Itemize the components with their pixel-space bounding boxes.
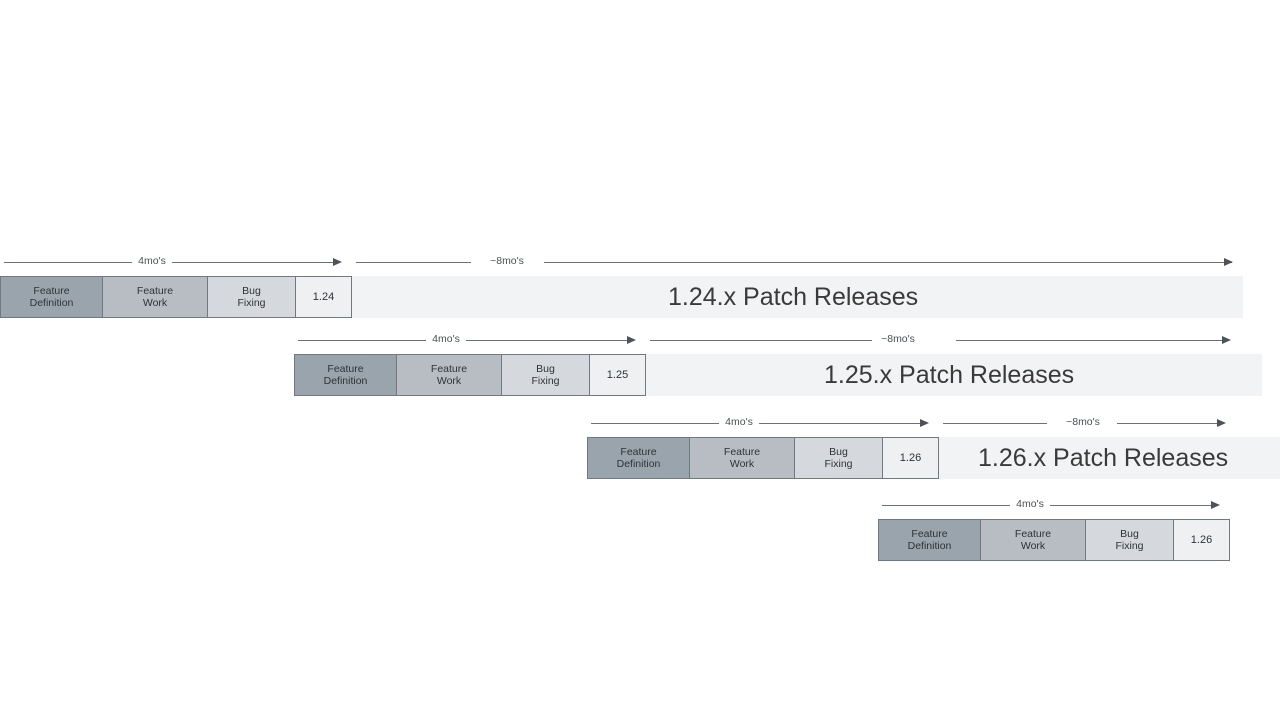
measure-arrowhead xyxy=(627,336,636,344)
patch-release-band-1-25 xyxy=(646,354,1262,396)
measure-patch-1-25: ~8mo's xyxy=(646,330,1262,350)
measure-label-patch: ~8mo's xyxy=(1066,416,1100,428)
phase-feature-definition: Feature Definition xyxy=(879,520,981,560)
phase-label-line2: Work xyxy=(729,458,755,470)
measure-line-right xyxy=(172,262,335,263)
measure-line-right xyxy=(1117,423,1223,424)
measure-label-patch: ~8mo's xyxy=(490,255,524,267)
patch-release-label-1-26: 1.26.x Patch Releases xyxy=(978,444,1229,472)
phase-strip-1-24: Feature Definition Feature Work Bug Fixi… xyxy=(0,276,352,318)
measure-line-right xyxy=(544,262,1232,263)
phase-label-line2: Definition xyxy=(907,540,952,552)
phase-label-line2: Work xyxy=(142,297,168,309)
measure-label-patch: ~8mo's xyxy=(881,333,915,345)
version-label: 1.25 xyxy=(606,368,629,381)
version-label: 1.26 xyxy=(1190,533,1213,546)
measure-arrowhead xyxy=(1222,336,1231,344)
measure-line-left xyxy=(4,262,132,263)
phase-label-line2: Fixing xyxy=(1115,540,1144,552)
phase-label-line2: Work xyxy=(436,375,462,387)
phase-label-line1: Bug xyxy=(242,284,261,297)
phase-feature-work: Feature Work xyxy=(690,438,795,478)
measure-line-left xyxy=(591,423,719,424)
phase-feature-definition: Feature Definition xyxy=(295,355,397,395)
measure-dev-1-26: 4mo's xyxy=(587,413,939,433)
phase-strip-1-26-next: Feature Definition Feature Work Bug Fixi… xyxy=(878,519,1230,561)
measure-line-left xyxy=(356,262,471,263)
phase-strip-1-26: Feature Definition Feature Work Bug Fixi… xyxy=(587,437,939,479)
phase-label-line1: Bug xyxy=(829,445,848,458)
version-chip-1-24: 1.24 xyxy=(296,277,351,317)
phase-label-line2: Fixing xyxy=(531,375,560,387)
phase-label-line1: Feature xyxy=(723,445,761,458)
measure-line-left xyxy=(298,340,426,341)
phase-label-line1: Feature xyxy=(136,284,174,297)
measure-dev-1-25: 4mo's xyxy=(294,330,646,350)
phase-feature-definition: Feature Definition xyxy=(588,438,690,478)
phase-label-line2: Definition xyxy=(29,297,74,309)
version-chip-1-26-next: 1.26 xyxy=(1174,520,1229,560)
measure-arrowhead xyxy=(1224,258,1233,266)
patch-release-band-1-24 xyxy=(352,276,1243,318)
measure-label-dev: 4mo's xyxy=(1016,498,1044,510)
phase-label-line1: Bug xyxy=(1120,527,1139,540)
phase-feature-definition: Feature Definition xyxy=(1,277,103,317)
phase-feature-work: Feature Work xyxy=(397,355,502,395)
phase-label-line1: Feature xyxy=(620,445,657,458)
phase-label-line1: Feature xyxy=(430,362,468,375)
measure-label-dev: 4mo's xyxy=(725,416,753,428)
measure-arrowhead xyxy=(920,419,929,427)
phase-label-line1: Feature xyxy=(327,362,364,375)
patch-release-label-1-24: 1.24.x Patch Releases xyxy=(668,283,919,311)
phase-label-line1: Feature xyxy=(33,284,70,297)
measure-line-left xyxy=(943,423,1047,424)
measure-dev-1-24: 4mo's xyxy=(0,252,352,272)
phase-label-line2: Definition xyxy=(616,458,661,470)
version-chip-1-25: 1.25 xyxy=(590,355,645,395)
measure-patch-1-24: ~8mo's xyxy=(352,252,1243,272)
phase-feature-work: Feature Work xyxy=(103,277,208,317)
measure-line-right xyxy=(466,340,629,341)
measure-label-dev: 4mo's xyxy=(432,333,460,345)
phase-label-line2: Definition xyxy=(323,375,368,387)
measure-label-dev: 4mo's xyxy=(138,255,166,267)
phase-label-line2: Work xyxy=(1020,540,1046,552)
measure-arrowhead xyxy=(1217,419,1226,427)
phase-bug-fixing: Bug Fixing xyxy=(795,438,883,478)
phase-label-line1: Feature xyxy=(1014,527,1052,540)
phase-label-line2: Fixing xyxy=(824,458,853,470)
measure-line-right xyxy=(956,340,1228,341)
patch-release-label-1-25: 1.25.x Patch Releases xyxy=(824,361,1075,389)
measure-patch-1-26: ~8mo's xyxy=(939,413,1280,433)
phase-bug-fixing: Bug Fixing xyxy=(502,355,590,395)
measure-arrowhead xyxy=(333,258,342,266)
phase-label-line1: Feature xyxy=(911,527,948,540)
phase-strip-1-25: Feature Definition Feature Work Bug Fixi… xyxy=(294,354,646,396)
measure-line-right xyxy=(759,423,922,424)
phase-feature-work: Feature Work xyxy=(981,520,1086,560)
measure-line-left xyxy=(650,340,872,341)
patch-release-band-1-26 xyxy=(939,437,1280,479)
measure-line-right xyxy=(1050,505,1213,506)
version-label: 1.26 xyxy=(899,451,922,464)
phase-bug-fixing: Bug Fixing xyxy=(208,277,296,317)
measure-arrowhead xyxy=(1211,501,1220,509)
measure-line-left xyxy=(882,505,1010,506)
version-label: 1.24 xyxy=(312,290,335,303)
phase-label-line2: Fixing xyxy=(237,297,266,309)
phase-bug-fixing: Bug Fixing xyxy=(1086,520,1174,560)
version-chip-1-26: 1.26 xyxy=(883,438,938,478)
phase-label-line1: Bug xyxy=(536,362,555,375)
measure-dev-1-26-next: 4mo's xyxy=(878,495,1230,515)
